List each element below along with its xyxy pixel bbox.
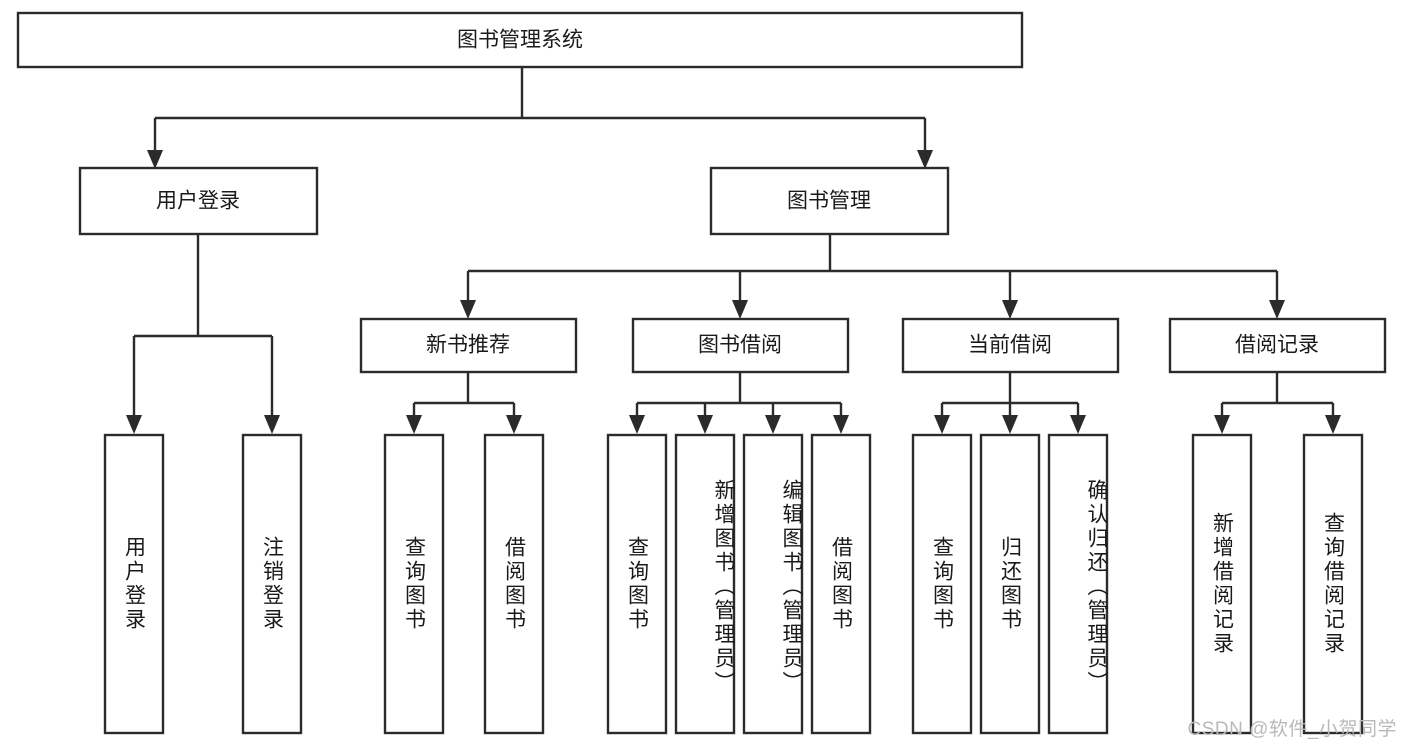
csdn-watermark: CSDN @软件_小贺同学: [1187, 719, 1397, 740]
leaf-box-borrow-book-1[interactable]: [483, 433, 545, 735]
arrow-leaf-confirm-return: [1070, 415, 1086, 434]
arrow-new-book-recommend: [460, 300, 476, 319]
arrow-leaf-query-record: [1325, 415, 1341, 434]
arrow-user-login: [147, 150, 163, 169]
leaf-box-borrow-book-2[interactable]: [810, 433, 872, 735]
arrow-leaf-query-book-2: [629, 415, 645, 434]
arrow-leaf-query-book-3: [934, 415, 950, 434]
edge-group-book-borrow: [629, 372, 849, 434]
arrow-leaf-edit-book: [765, 415, 781, 434]
node-new-book-recommend-box[interactable]: [359, 317, 578, 374]
leaf-box-logout[interactable]: [241, 433, 303, 735]
arrow-leaf-query-book-1: [406, 415, 422, 434]
node-borrow-record-box[interactable]: [1168, 317, 1387, 374]
leaf-box-query-record[interactable]: [1302, 433, 1364, 735]
node-new-book-recommend-label: 新书推荐: [426, 334, 510, 357]
leaf-box-edit-book[interactable]: [742, 433, 804, 735]
edge-group-new-book-recommend: [406, 372, 522, 434]
node-borrow-record[interactable]: 借阅记录: [1168, 317, 1387, 374]
edge-group-book-manage: [460, 234, 1285, 319]
node-book-manage[interactable]: 图书管理: [709, 166, 950, 236]
arrow-leaf-add-book: [697, 415, 713, 434]
node-user-login[interactable]: 用户登录: [78, 166, 319, 236]
node-current-borrow-label: 当前借阅: [968, 334, 1052, 357]
leaf-box-return-book[interactable]: [979, 433, 1041, 735]
node-book-borrow[interactable]: 图书借阅: [631, 317, 850, 374]
arrow-current-borrow: [1002, 300, 1018, 319]
arrow-leaf-add-record: [1214, 415, 1230, 434]
node-current-borrow[interactable]: 当前借阅: [901, 317, 1120, 374]
node-user-login-box[interactable]: [78, 166, 319, 236]
arrow-leaf-return-book: [1002, 415, 1018, 434]
node-user-login-label: 用户登录: [156, 190, 240, 213]
arrow-book-borrow: [732, 300, 748, 319]
node-book-manage-label: 图书管理: [787, 190, 871, 213]
leaf-box-query-book-1[interactable]: [383, 433, 445, 735]
node-root-box[interactable]: [16, 11, 1024, 69]
leaf-box-query-book-3[interactable]: [911, 433, 973, 735]
arrow-leaf-borrow-book-1: [506, 415, 522, 434]
arrow-book-manage: [917, 150, 933, 169]
edge-group-borrow-record: [1214, 372, 1341, 434]
node-current-borrow-box[interactable]: [901, 317, 1120, 374]
node-book-borrow-label: 图书借阅: [698, 334, 782, 357]
leaf-box-add-book[interactable]: [674, 433, 736, 735]
leaf-box-confirm-return[interactable]: [1047, 433, 1109, 735]
node-root[interactable]: 图书管理系统: [16, 11, 1024, 69]
edge-group-current-borrow: [934, 372, 1086, 434]
edge-group-user-login: [126, 234, 280, 434]
node-book-manage-box[interactable]: [709, 166, 950, 236]
node-book-borrow-box[interactable]: [631, 317, 850, 374]
arrow-leaf-borrow-book-2: [833, 415, 849, 434]
leaf-box-user-login[interactable]: [103, 433, 165, 735]
leaf-box-query-book-2[interactable]: [606, 433, 668, 735]
edge-group-root: [147, 67, 933, 169]
arrow-leaf-user-login: [126, 415, 142, 434]
leaf-box-add-record[interactable]: [1191, 433, 1253, 735]
arrow-borrow-record: [1269, 300, 1285, 319]
node-borrow-record-label: 借阅记录: [1235, 334, 1319, 357]
node-new-book-recommend[interactable]: 新书推荐: [359, 317, 578, 374]
arrow-leaf-logout: [264, 415, 280, 434]
node-root-label: 图书管理系统: [457, 29, 583, 52]
